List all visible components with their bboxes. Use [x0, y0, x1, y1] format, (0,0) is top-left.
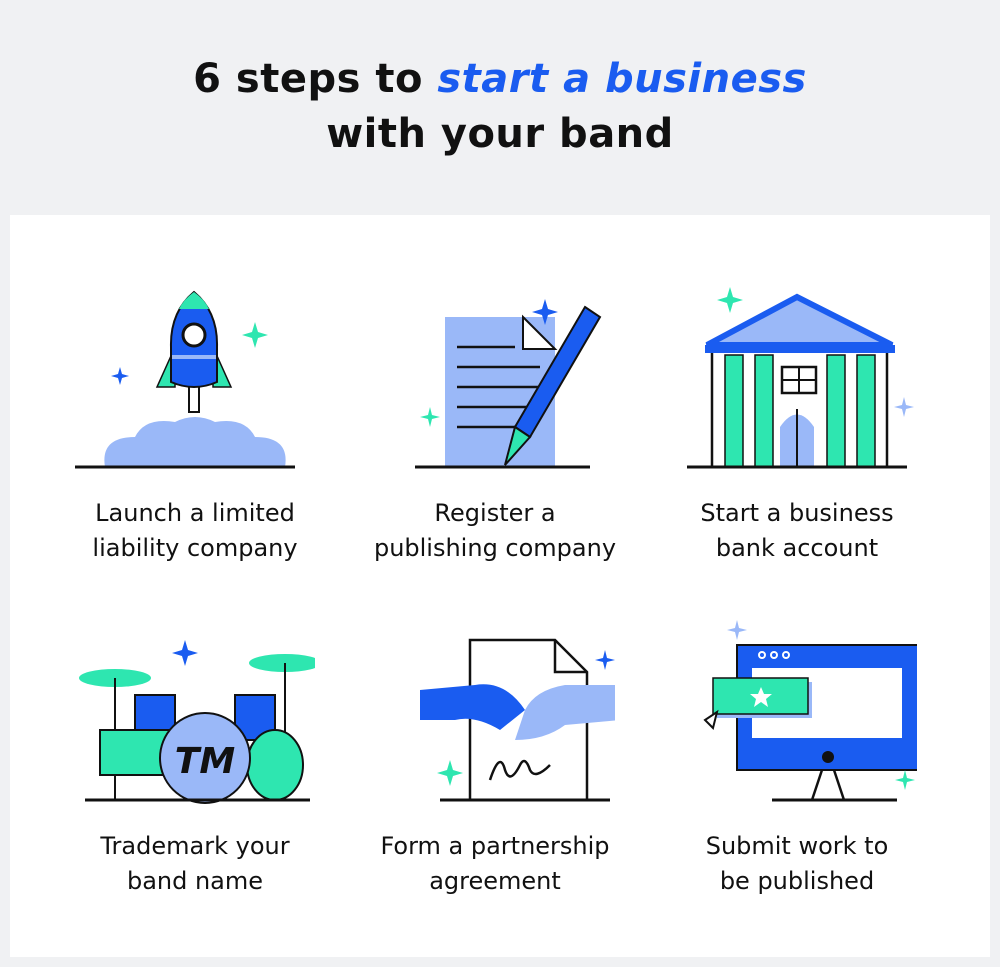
step-bank-account: Start a business bank account: [647, 287, 947, 566]
step-label-line1: Launch a limited: [95, 499, 295, 527]
steps-card: Launch a limited liability company Regist…: [10, 215, 990, 957]
drum-kit-trademark-icon: TM: [79, 640, 315, 804]
step-label-line1: Form a partnership: [380, 832, 610, 860]
step-label-line2: publishing company: [373, 534, 617, 562]
step-trademark: TM Trademark your band name: [45, 620, 345, 899]
step-partnership: Form a partnership agreement: [345, 620, 645, 899]
step-label-line1: Start a business: [700, 499, 894, 527]
step-label-line1: Submit work to: [705, 832, 889, 860]
title-line2: with your band: [326, 111, 674, 157]
step-label-line2: liability company: [92, 534, 298, 562]
document-pen-icon: [415, 299, 602, 469]
step-label-line2: band name: [126, 867, 264, 895]
step-label-line1: Register a: [434, 499, 556, 527]
handshake-contract-icon: [420, 638, 615, 802]
bank-icon: [687, 287, 914, 469]
step-submit-work: Submit work to be published: [647, 620, 947, 899]
trademark-text: TM: [175, 741, 236, 782]
step-label-line2: bank account: [715, 534, 879, 562]
title-prefix: 6 steps to: [193, 56, 423, 102]
title-highlight: start a business: [437, 56, 807, 102]
computer-submit-icon: [703, 620, 917, 802]
step-label-line2: be published: [719, 867, 875, 895]
step-label-line2: agreement: [429, 867, 561, 895]
step-register-publishing: Register a publishing company: [345, 287, 645, 566]
step-label-line1: Trademark your: [100, 832, 290, 860]
rocket-icon: [75, 290, 295, 469]
step-launch-llc: Launch a limited liability company: [45, 287, 345, 566]
page-title: 6 steps to start a business with your ba…: [0, 52, 1000, 162]
